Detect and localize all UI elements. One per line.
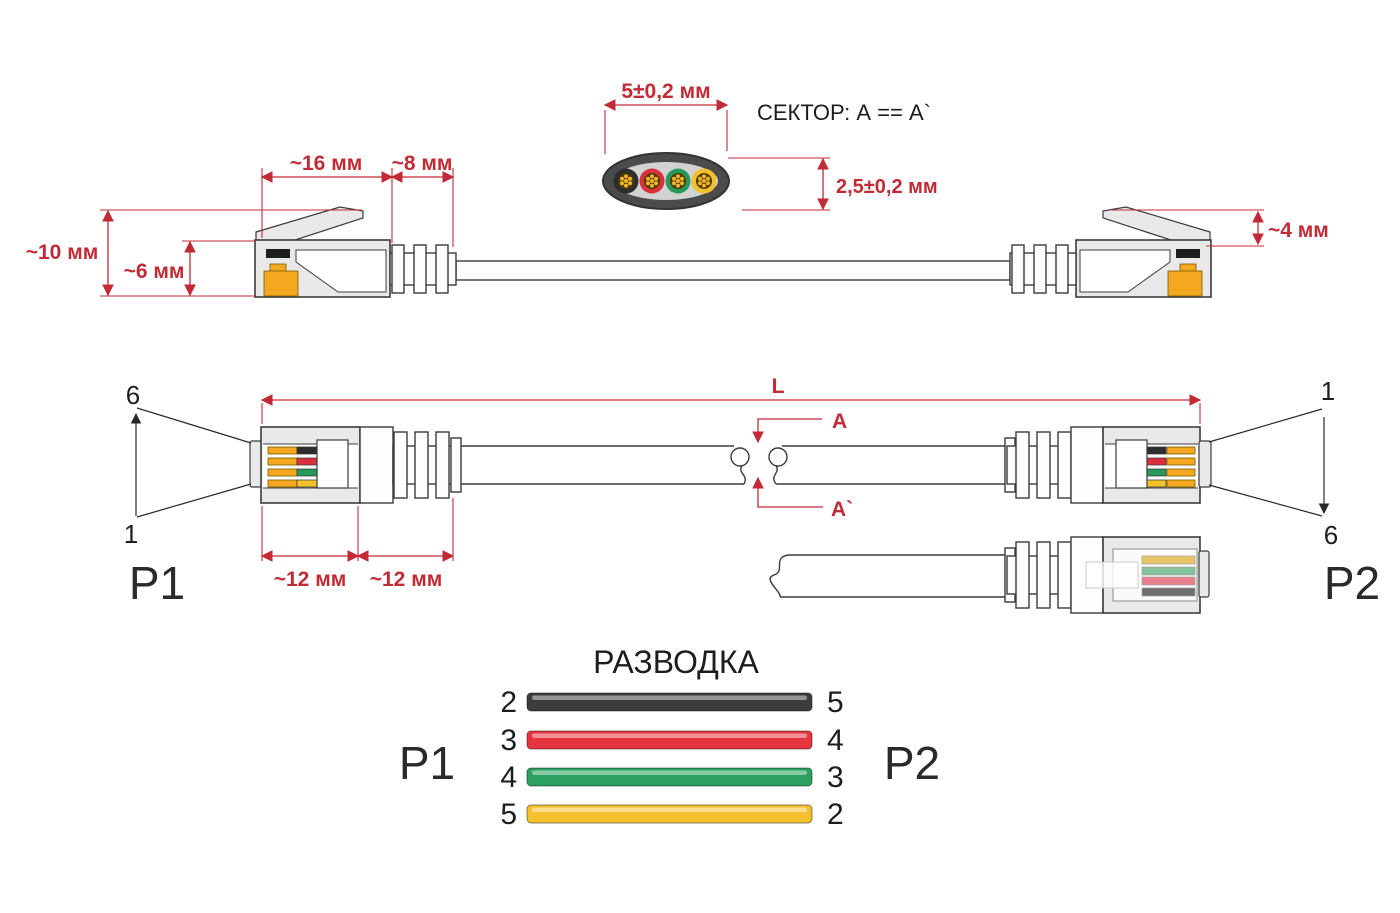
p1-connector-top [249,426,462,504]
body-wedge [1079,249,1171,293]
dim-height: 2,5±0,2 мм [836,176,938,198]
p2-contacts [1144,446,1196,488]
side-view-dimensions: ~16 мм ~8 мм ~10 мм ~6 мм ~4 мм [26,152,1329,297]
p2-pin-number: 2 [827,798,844,831]
dim-10mm: ~10 мм [26,241,99,264]
contact-gold [1167,270,1203,297]
p2-pin-number: 4 [827,724,844,757]
plug-nose [1198,550,1210,598]
dim-8mm: ~8 мм [392,152,453,175]
p1-pin-number: 2 [500,686,517,719]
p2-boot-bottom [1004,536,1104,614]
wiring-diagram: РАЗВОДКА 2 5 3 4 4 3 5 2 P1 P2 [399,644,940,831]
plug-nose [1198,440,1212,488]
contact-gold [263,270,299,297]
cable-entry [1115,439,1148,489]
p2-bottom-wires [1141,555,1196,597]
p2-boot-top [1004,426,1104,504]
p2-pin-number: 3 [827,761,844,794]
p1-pin-number: 5 [500,798,517,831]
cable-entry-faint [1085,561,1139,589]
p1-pin-number: 3 [500,724,517,757]
side-left-connector [254,206,457,298]
length-label: L [772,375,785,398]
dim-12mm-boot: ~12 мм [370,568,443,591]
side-right-connector [1009,206,1212,298]
wire-row-black: 2 5 [500,686,843,719]
boot-left [389,244,457,294]
body-wedge [295,249,387,293]
p1-pin-callouts: 6 1 P1 [124,380,252,609]
dim-16mm: ~16 мм [290,152,363,175]
p2-connector-bottom [769,536,1210,614]
cross-section: 5±0,2 мм 2,5±0,2 мм СЕКТОР: А == А` [602,80,938,211]
p1-pin-number: 4 [500,761,517,794]
p2-connector-top [1004,426,1212,504]
p1-pin-6: 6 [126,380,140,410]
cable-break [461,445,1006,485]
wire-bar [526,692,813,712]
p2-pin-callouts: 1 6 P2 [1208,376,1380,609]
p1-boot-top [359,426,462,504]
wire-row-red: 3 4 [500,724,843,757]
p2-pin-6: 6 [1324,520,1338,550]
boot-right [1009,244,1077,294]
cable-entry [316,439,349,489]
plug-dimensions: ~12 мм ~12 мм [260,498,455,591]
wire-bar [526,730,813,750]
contact-black [266,249,290,258]
wire-row-yellow: 5 2 [500,798,843,831]
p1-big-label: P1 [129,557,185,609]
section-marks: А А` [752,410,853,521]
wire-bar [526,767,813,787]
wire-row-green: 4 3 [500,761,843,794]
wire-bar [526,804,813,824]
conductor-black [613,168,639,194]
cross-section-dimensions: 5±0,2 мм 2,5±0,2 мм [603,80,938,211]
dim-width: 5±0,2 мм [621,80,710,103]
dim-6mm: ~6 мм [124,260,185,283]
conductor-red [639,168,665,194]
length-dimension: L [260,375,1202,424]
conductor-green [665,168,691,194]
wiring-p1-label: P1 [399,737,455,789]
wiring-title: РАЗВОДКА [593,644,759,680]
sector-label: СЕКТОР: А == А` [757,100,931,125]
wiring-p2-label: P2 [884,737,940,789]
contact-black [1176,249,1200,258]
p1-pin-1: 1 [124,519,138,549]
top-view: L [124,375,1380,614]
dim-4mm: ~4 мм [1268,219,1329,242]
p2-big-label: P2 [1324,557,1380,609]
side-view: ~16 мм ~8 мм ~10 мм ~6 мм ~4 мм [26,152,1329,298]
side-cable [455,260,1011,281]
section-a: А [832,410,847,433]
conductor-yellow [691,168,717,194]
p2-pin-number: 5 [827,686,844,719]
dim-12mm-plug: ~12 мм [274,568,347,591]
p2-pin-1: 1 [1321,376,1335,406]
p1-contacts [267,446,319,488]
section-a-prime: А` [831,498,853,521]
